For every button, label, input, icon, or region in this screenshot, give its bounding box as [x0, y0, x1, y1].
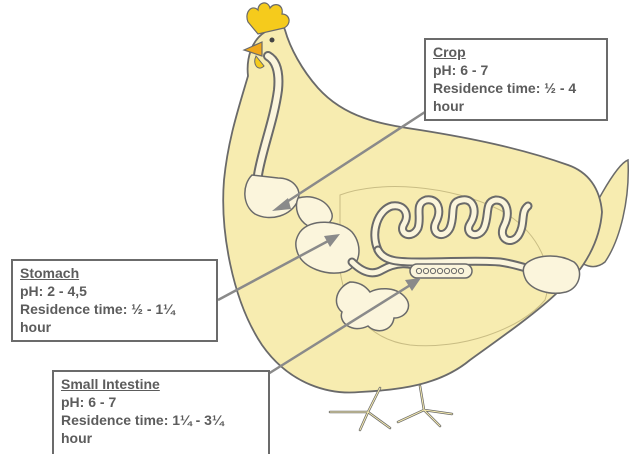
stomach-title: Stomach: [20, 264, 210, 282]
crop-residence-unit: hour: [433, 97, 600, 115]
small-intestine-callout: Small Intestine pH: 6 - 7 Residence time…: [52, 370, 270, 454]
stomach-residence: Residence time: ½ - 1¼: [20, 300, 210, 318]
small-intestine-title: Small Intestine: [61, 375, 262, 393]
crop-title: Crop: [433, 43, 600, 61]
stomach-callout: Stomach pH: 2 - 4,5 Residence time: ½ - …: [11, 259, 218, 342]
small-intestine-residence: Residence time: 1¼ - 3¼: [61, 411, 262, 429]
crop-organ: [245, 175, 299, 218]
small-intestine-ph: pH: 6 - 7: [61, 393, 262, 411]
small-intestine-residence-unit: hour: [61, 429, 262, 447]
eye: [270, 38, 275, 43]
stomach-ph: pH: 2 - 4,5: [20, 282, 210, 300]
crop-residence: Residence time: ½ - 4: [433, 79, 600, 97]
stomach-residence-unit: hour: [20, 318, 210, 336]
crop-callout: Crop pH: 6 - 7 Residence time: ½ - 4 hou…: [424, 38, 608, 121]
crop-ph: pH: 6 - 7: [433, 61, 600, 79]
pancreas-segment: [410, 264, 472, 278]
